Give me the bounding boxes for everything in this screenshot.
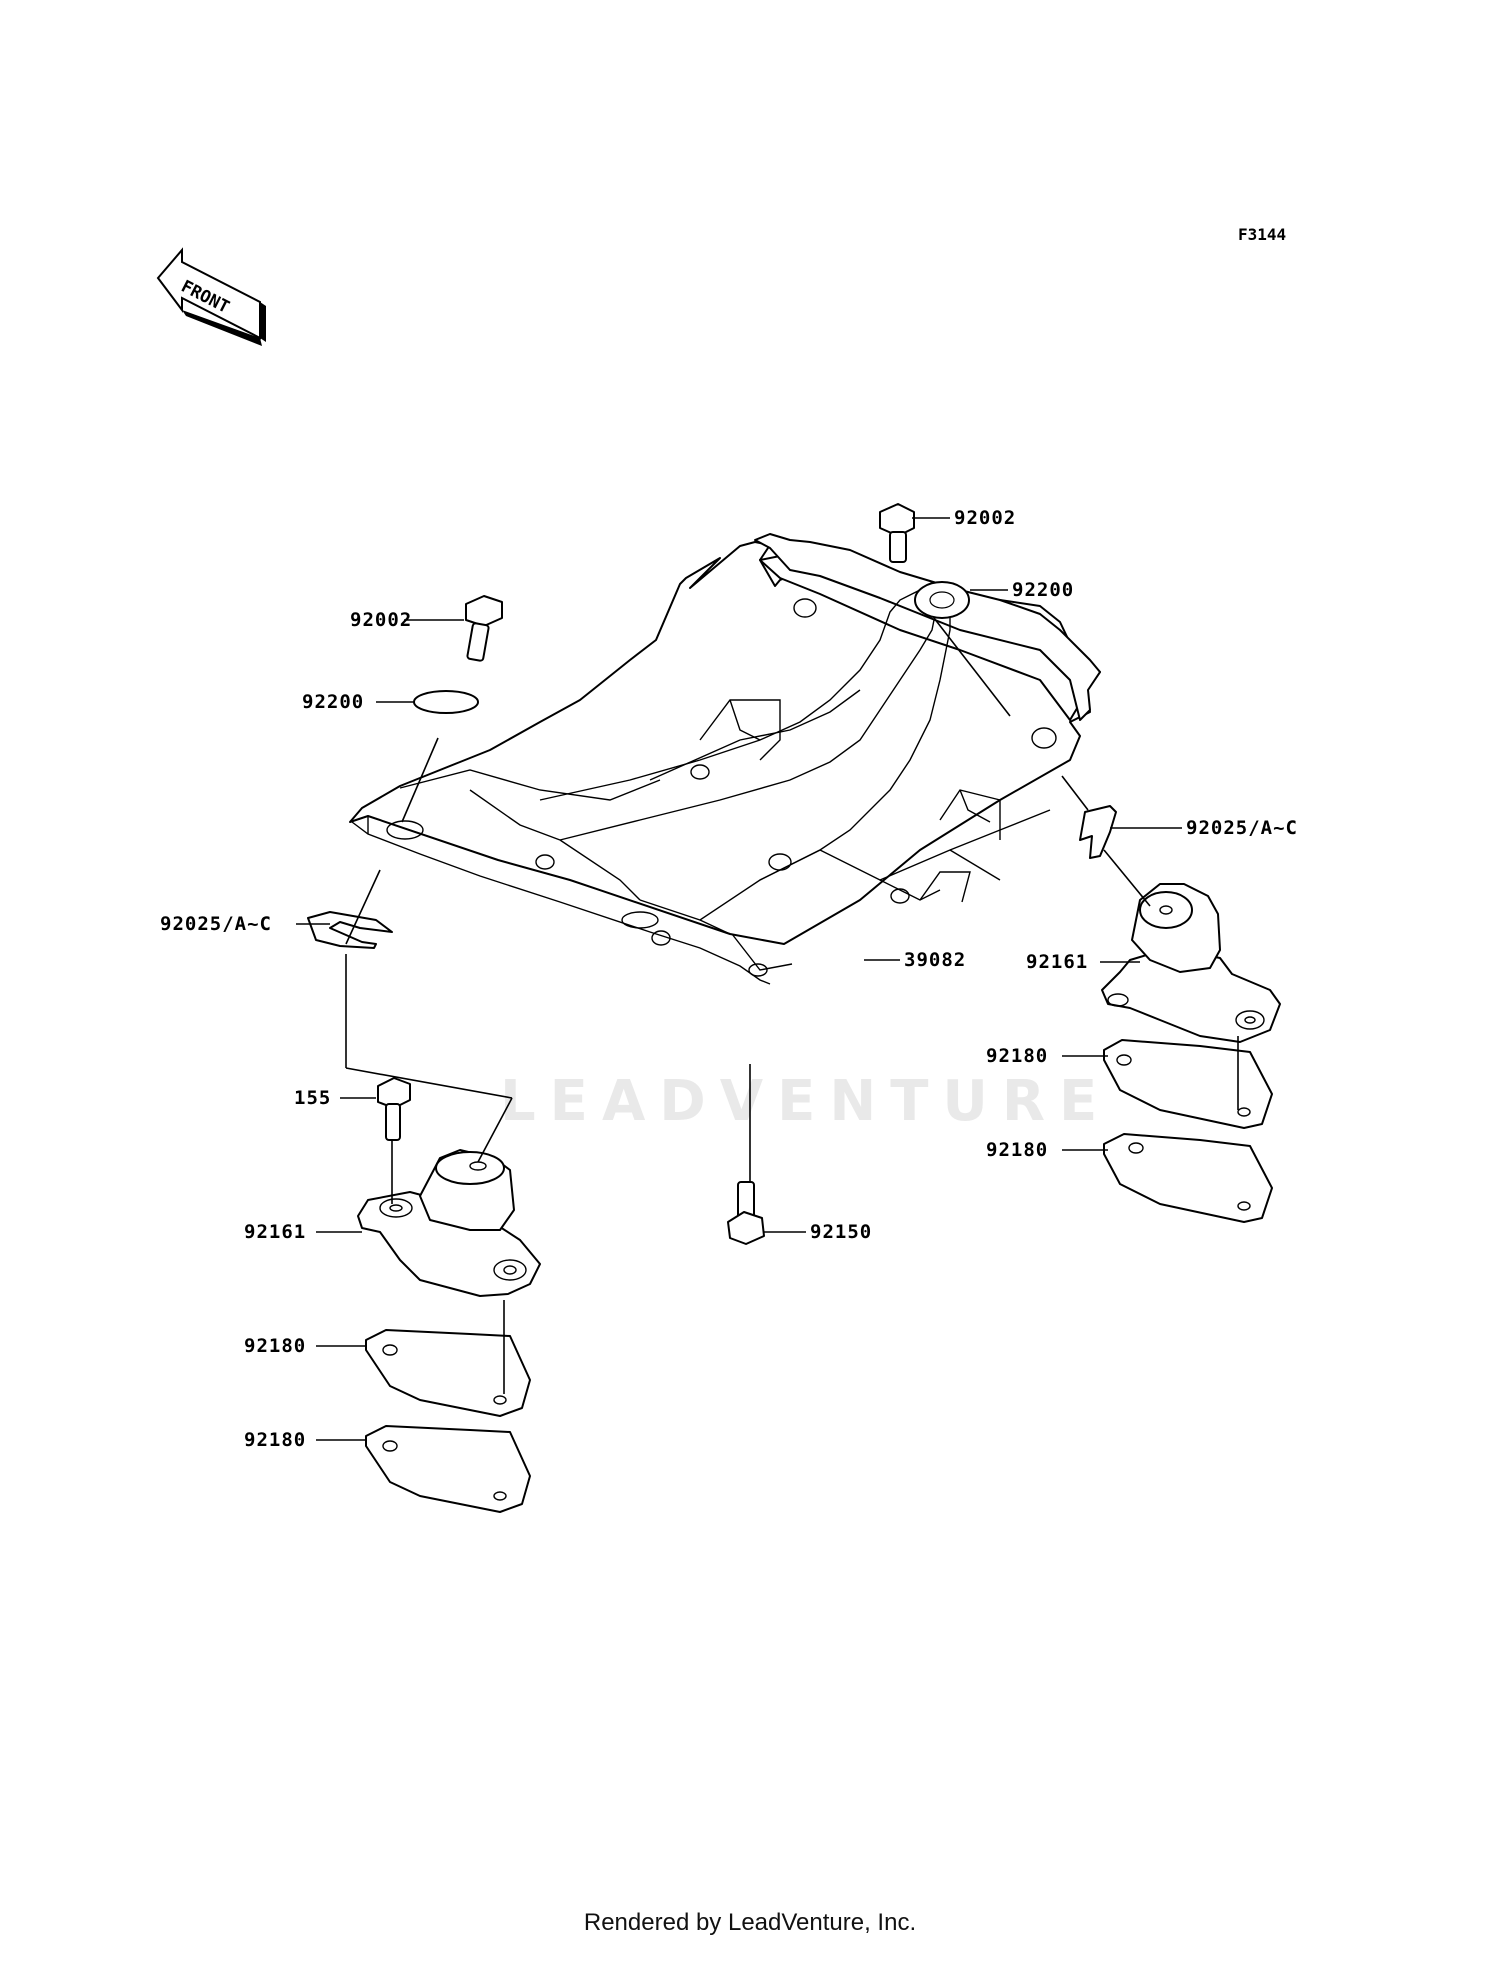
mount-92161-left (357, 1149, 541, 1297)
shim-92180-left-1 (365, 1329, 531, 1417)
label-92150: 92150 (810, 1221, 872, 1243)
watermark: LEADVENTURE (500, 1069, 1111, 1134)
label-92180-left-1: 92180 (244, 1335, 306, 1357)
label-39082: 39082 (904, 949, 966, 971)
label-92180-right-1: 92180 (986, 1045, 1048, 1067)
shim-92180-right-1 (1103, 1039, 1273, 1129)
shim-92180-right-2 (1103, 1133, 1273, 1223)
label-92025-right: 92025/A~C (1186, 817, 1298, 839)
label-92180-right-2: 92180 (986, 1139, 1048, 1161)
label-92200-left: 92200 (302, 691, 364, 713)
label-92025-left: 92025/A~C (160, 913, 272, 935)
label-92180-left-2: 92180 (244, 1429, 306, 1451)
credit-text: Rendered by LeadVenture, Inc. (584, 1909, 916, 1936)
bolt-92002-left (465, 595, 503, 662)
mount-92161-right (1101, 883, 1281, 1043)
figure-code: F3144 (1238, 225, 1286, 244)
bolt-155 (377, 1077, 411, 1141)
label-92200-right: 92200 (1012, 579, 1074, 601)
shim-92180-left-2 (365, 1425, 531, 1513)
washer-92200-right (914, 581, 970, 619)
leader-lines (296, 517, 1239, 1441)
bolt-92002-right (879, 503, 915, 563)
label-92161-right: 92161 (1026, 951, 1088, 973)
bolt-92150 (727, 1181, 765, 1245)
clip-92025-right (1079, 805, 1117, 859)
clip-92025-left (307, 911, 393, 949)
front-arrow-icon: FRONT (156, 247, 266, 346)
skid-plate (349, 533, 1101, 985)
label-92002-left: 92002 (350, 609, 412, 631)
label-155: 155 (294, 1087, 331, 1109)
washer-92200-left (413, 690, 479, 714)
label-92002-right: 92002 (954, 507, 1016, 529)
label-92161-left: 92161 (244, 1221, 306, 1243)
